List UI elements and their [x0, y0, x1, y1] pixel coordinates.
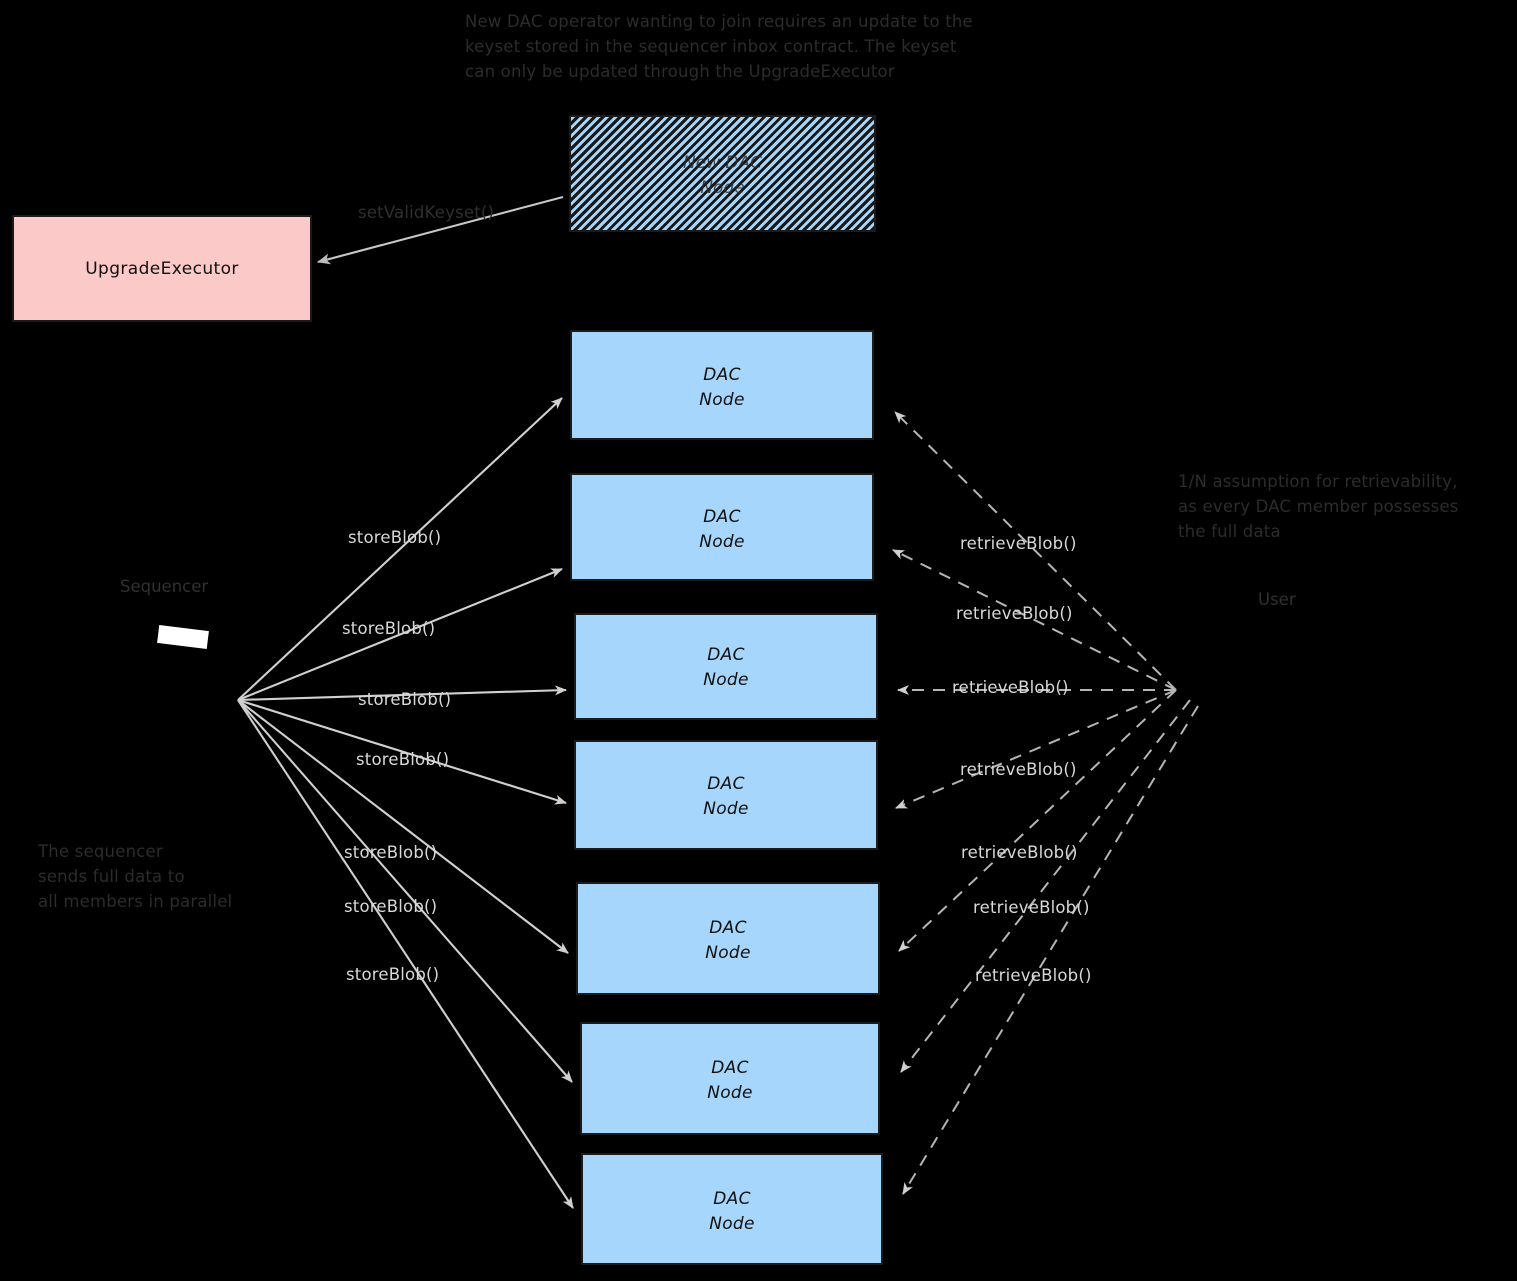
dac-node-label: DAC Node — [699, 507, 745, 552]
edge-retrieve-blob-group — [892, 411, 1199, 1195]
edge-label-store-blob: storeBlob() — [342, 619, 436, 638]
dac-node-box[interactable]: DAC Node — [580, 1022, 880, 1135]
edge-label-retrieve-blob: retrieveBlob() — [956, 604, 1073, 623]
dac-node-box[interactable]: DAC Node — [574, 613, 878, 720]
edge-retrieve-blob-7 — [902, 705, 1199, 1195]
dac-node-box[interactable]: DAC Node — [576, 882, 880, 995]
edge-set-valid-keyset — [317, 195, 564, 265]
edge-retrieve-blob-1 — [894, 411, 1177, 691]
edge-retrieve-blob-5 — [898, 689, 1177, 952]
edge-store-blob-5 — [237, 699, 569, 954]
edge-label-set-valid-keyset: setValidKeyset() — [358, 203, 495, 222]
dac-node-label: DAC Node — [703, 645, 749, 690]
edge-store-blob-4 — [237, 698, 567, 805]
edge-label-retrieve-blob: retrieveBlob() — [961, 843, 1078, 862]
edge-store-blob-3 — [237, 685, 567, 702]
dac-node-box[interactable]: DAC Node — [581, 1153, 883, 1265]
new-dac-node-box[interactable]: New DAC Node — [569, 115, 876, 232]
edge-label-retrieve-blob: retrieveBlob() — [960, 534, 1077, 553]
sequencer-label: Sequencer — [120, 577, 209, 596]
edge-label-store-blob: storeBlob() — [344, 843, 438, 862]
edge-label-store-blob: storeBlob() — [344, 897, 438, 916]
upgrade-executor-box[interactable]: UpgradeExecutor — [12, 215, 312, 322]
dac-node-label: DAC Node — [709, 1189, 755, 1234]
dac-node-box[interactable]: DAC Node — [574, 740, 878, 850]
edge-retrieve-blob-6 — [900, 699, 1191, 1073]
note-retrievability: 1/N assumption for retrievability, as ev… — [1178, 472, 1459, 541]
edge-label-retrieve-blob: retrieveBlob() — [973, 898, 1090, 917]
edge-label-retrieve-blob: retrieveBlob() — [960, 760, 1077, 779]
edge-store-blob-1 — [237, 397, 563, 701]
edge-retrieve-blob-4 — [895, 689, 1177, 809]
note-sequencer-parallel: The sequencer sends full data to all mem… — [38, 842, 233, 911]
edge-store-blob-group — [237, 397, 574, 1209]
dac-node-label: DAC Node — [705, 918, 751, 963]
edge-label-store-blob: storeBlob() — [348, 528, 442, 547]
dac-node-box[interactable]: DAC Node — [570, 330, 874, 440]
note-keyset-update: New DAC operator wanting to join require… — [465, 12, 973, 81]
edge-label-store-blob: storeBlob() — [346, 965, 440, 984]
dac-node-label: DAC Node — [707, 1058, 753, 1103]
dac-node-label: DAC Node — [699, 365, 745, 410]
new-dac-node-label: New DAC Node — [682, 153, 763, 198]
upgrade-executor-label: UpgradeExecutor — [85, 258, 239, 279]
dac-node-box[interactable]: DAC Node — [570, 473, 874, 581]
user-label: User — [1258, 590, 1296, 609]
edge-store-blob-6 — [237, 699, 573, 1083]
edge-store-blob-7 — [237, 699, 574, 1209]
edge-store-blob-2 — [237, 568, 563, 701]
edge-label-store-blob: storeBlob() — [356, 750, 450, 769]
edge-label-store-blob: storeBlob() — [358, 690, 452, 709]
edge-retrieve-blob-2 — [892, 549, 1177, 691]
dac-node-label: DAC Node — [703, 774, 749, 819]
edge-label-retrieve-blob: retrieveBlob() — [975, 966, 1092, 985]
edge-label-retrieve-blob: retrieveBlob() — [952, 678, 1069, 697]
